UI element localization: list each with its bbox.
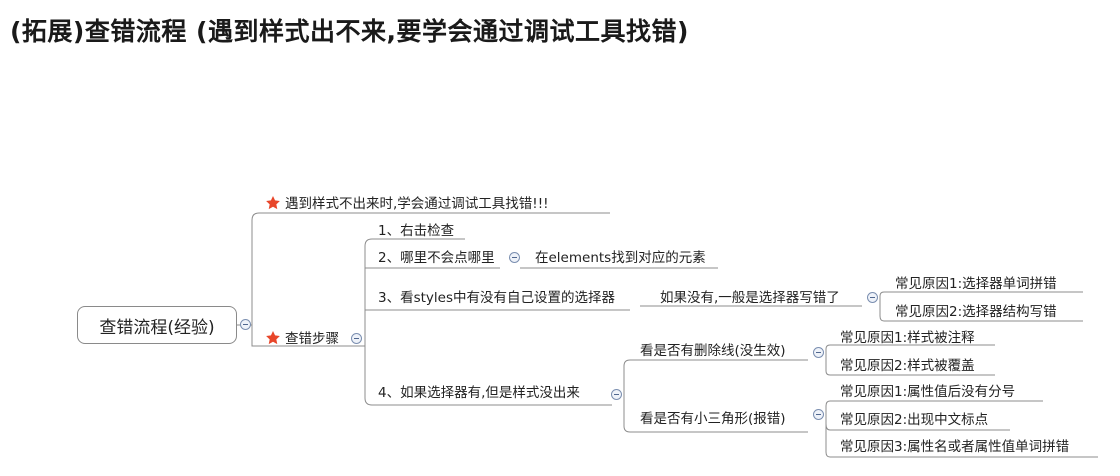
- collapse-icon[interactable]: [509, 252, 520, 263]
- step-2-node[interactable]: 2、哪里不会点哪里: [378, 250, 495, 266]
- collapse-icon[interactable]: [813, 409, 824, 420]
- star-icon: [266, 196, 280, 210]
- step-4a-cause-1-node[interactable]: 常见原因1:样式被注释: [840, 330, 975, 346]
- collapse-icon[interactable]: [813, 347, 824, 358]
- step-4b-cause-3-node[interactable]: 常见原因3:属性名或者属性值单词拼错: [840, 439, 1070, 455]
- step-4b-cause-2-node[interactable]: 常见原因2:出现中文标点: [840, 412, 989, 428]
- steps-node[interactable]: 查错步骤: [265, 330, 339, 348]
- step-3-cause-2-node[interactable]: 常见原因2:选择器结构写错: [895, 304, 1057, 320]
- step-4b-cause-1-node[interactable]: 常见原因1:属性值后没有分号: [840, 384, 1016, 400]
- tip-node[interactable]: 遇到样式不出来时,学会通过调试工具找错!!!: [265, 195, 549, 213]
- step-3-child-node[interactable]: 如果没有,一般是选择器写错了: [660, 290, 840, 306]
- step-1-node[interactable]: 1、右击检查: [378, 223, 455, 239]
- root-node[interactable]: 查错流程(经验): [77, 306, 237, 344]
- collapse-icon[interactable]: [351, 333, 362, 344]
- collapse-icon[interactable]: [240, 319, 251, 330]
- tip-label: 遇到样式不出来时,学会通过调试工具找错!!!: [285, 196, 549, 212]
- step-4-node[interactable]: 4、如果选择器有,但是样式没出来: [378, 385, 580, 401]
- steps-label: 查错步骤: [285, 331, 339, 347]
- star-icon: [266, 331, 280, 345]
- step-4a-cause-2-node[interactable]: 常见原因2:样式被覆盖: [840, 358, 975, 374]
- step-2-child-node[interactable]: 在elements找到对应的元素: [535, 250, 706, 266]
- step-4b-node[interactable]: 看是否有小三角形(报错): [640, 411, 786, 427]
- page-title: (拓展)查错流程 (遇到样式出不来,要学会通过调试工具找错): [10, 17, 689, 46]
- step-4a-node[interactable]: 看是否有删除线(没生效): [640, 343, 786, 359]
- step-3-cause-1-node[interactable]: 常见原因1:选择器单词拼错: [895, 276, 1057, 292]
- collapse-icon[interactable]: [611, 389, 622, 400]
- step-3-node[interactable]: 3、看styles中有没有自己设置的选择器: [378, 290, 615, 306]
- collapse-icon[interactable]: [867, 292, 878, 303]
